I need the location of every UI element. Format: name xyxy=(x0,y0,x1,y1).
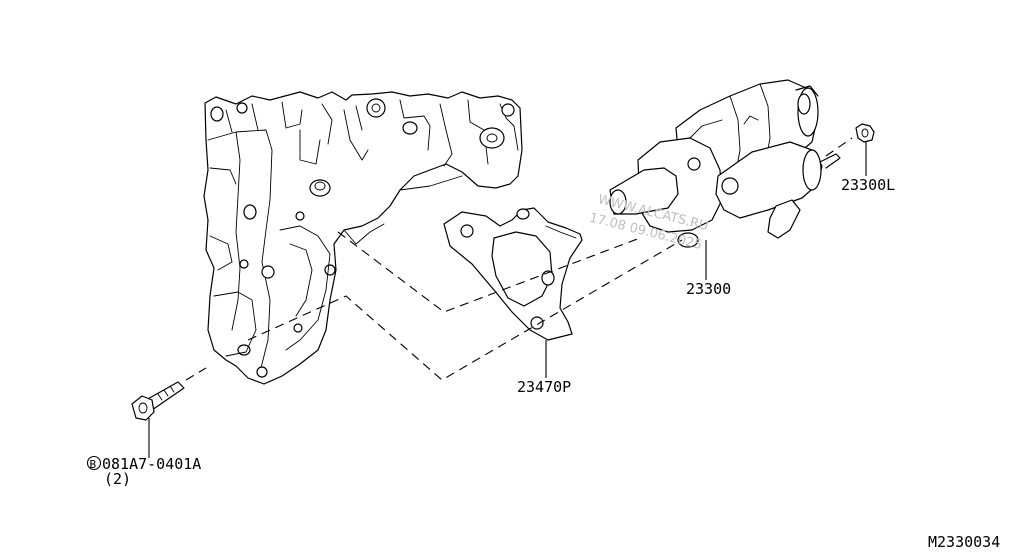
bolt-quantity: (2) xyxy=(104,470,131,488)
starter-part-number: 23300 xyxy=(686,280,731,298)
bolt-081a7-0401a xyxy=(131,381,185,421)
nut-23300l xyxy=(855,123,875,143)
starter-motor-23300 xyxy=(609,79,841,248)
bolt-prefix: B xyxy=(90,458,97,471)
bracket-part-number: 23470P xyxy=(517,378,571,396)
bolt-part-number: 081A7-0401A xyxy=(102,455,201,473)
engine-block xyxy=(203,91,523,385)
figure-code: M2330034 xyxy=(928,533,1000,551)
bolt-prefix-circle xyxy=(86,455,102,471)
nut-part-number: 23300L xyxy=(841,176,895,194)
bolt-label: B 081A7-0401A (2) xyxy=(86,455,201,488)
leader-lines xyxy=(148,142,867,458)
bracket-23470p xyxy=(443,207,583,341)
assembly-lines xyxy=(185,137,853,381)
